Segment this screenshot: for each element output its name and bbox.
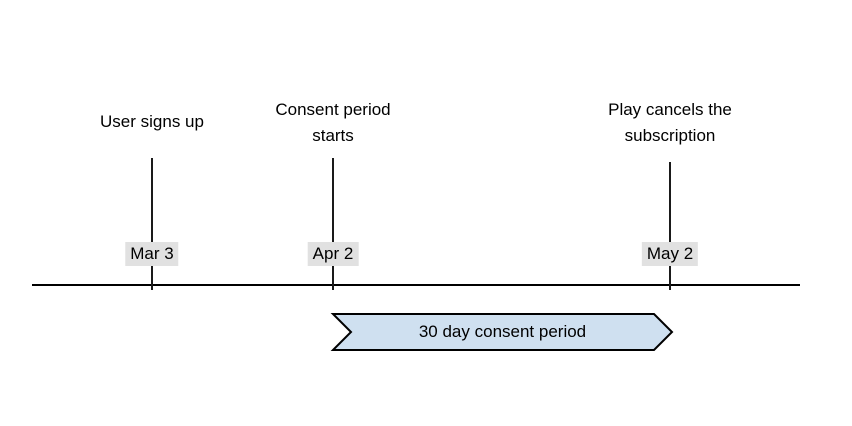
event-label-line: subscription — [624, 126, 716, 145]
event-label-line: Consent period — [275, 100, 391, 119]
event-date-chip: Mar 3 — [125, 242, 179, 266]
event-date-chip: Apr 2 — [307, 242, 359, 266]
event-tick-line — [151, 158, 153, 290]
consent-period-banner-label: 30 day consent period — [418, 322, 587, 341]
consent-period-banner: 30 day consent period — [330, 313, 674, 351]
banner-arrow-shape — [330, 313, 674, 351]
event-label-line: Play cancels the — [608, 100, 732, 119]
event-label-line: User signs up — [100, 112, 204, 131]
event-date-chip: May 2 — [641, 242, 699, 266]
event-label-line: starts — [312, 126, 354, 145]
event-tick-line — [332, 158, 334, 290]
timeline-axis — [32, 284, 800, 286]
event-tick-line — [669, 162, 672, 290]
